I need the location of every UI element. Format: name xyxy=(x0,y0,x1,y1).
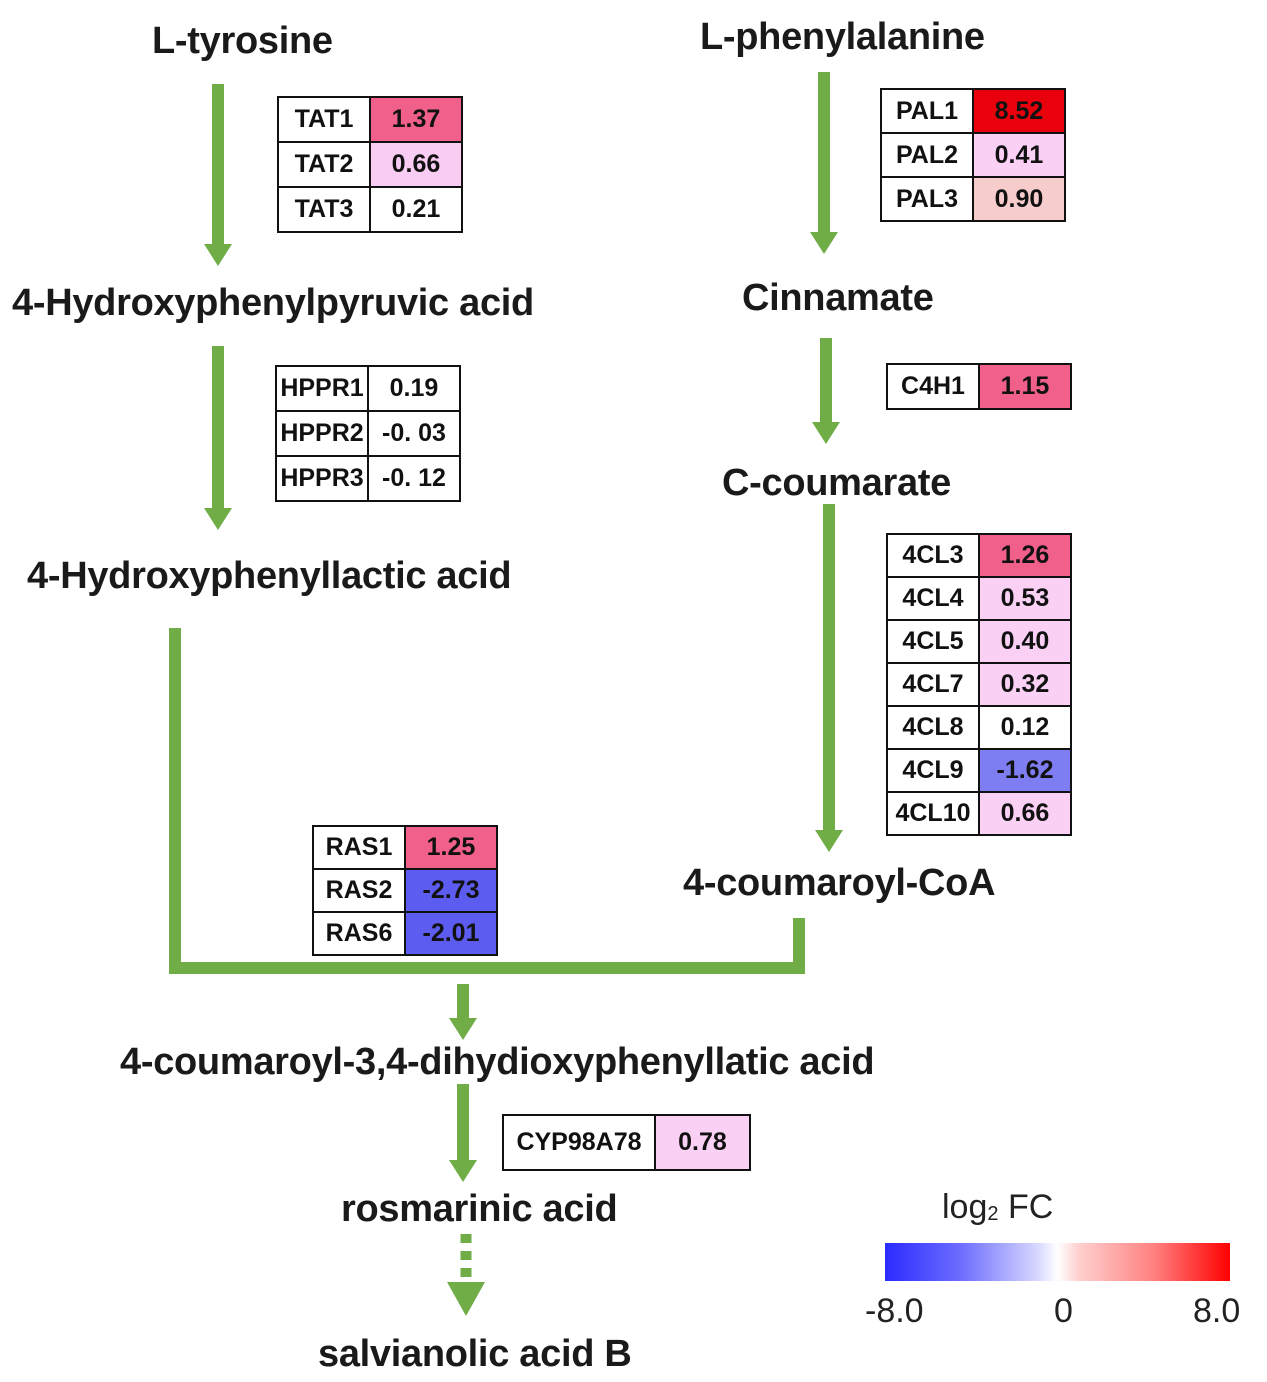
gene-row: HPPR3-0. 12 xyxy=(275,455,461,502)
log2fc-value-cell: -2.01 xyxy=(404,911,498,956)
gene-name-cell: CYP98A78 xyxy=(502,1114,656,1171)
label-4-hydroxyphenyllactic-acid: 4-Hydroxyphenyllactic acid xyxy=(27,555,512,597)
gene-name-cell: HPPR3 xyxy=(275,455,369,502)
log2fc-value-cell: 0.66 xyxy=(978,791,1072,836)
gene-name-cell: 4CL3 xyxy=(886,533,980,578)
log2fc-value-cell: -0. 03 xyxy=(367,410,461,457)
log2fc-value-cell: 1.26 xyxy=(978,533,1072,578)
log2fc-value-cell: 8.52 xyxy=(972,88,1066,134)
label-l-tyrosine: L-tyrosine xyxy=(152,20,333,62)
arrow-cinnamate-to-coumarate xyxy=(812,338,840,444)
log2fc-value-cell: -2.73 xyxy=(404,868,498,913)
log2fc-value-cell: 0.19 xyxy=(367,365,461,412)
gene-row: RAS2-2.73 xyxy=(312,868,498,913)
log2fc-value-cell: -1.62 xyxy=(978,748,1072,793)
gene-name-cell: PAL2 xyxy=(880,132,974,178)
gene-name-cell: RAS1 xyxy=(312,825,406,870)
arrow-phenylalanine-to-cinnamate xyxy=(810,72,838,254)
legend-title-subscript: 2 xyxy=(987,1203,999,1225)
gene-name-cell: 4CL4 xyxy=(886,576,980,621)
gene-name-cell: 4CL10 xyxy=(886,791,980,836)
legend-title-tail: FC xyxy=(998,1188,1054,1226)
gene-name-cell: 4CL7 xyxy=(886,662,980,707)
log2fc-value-cell: 0.90 xyxy=(972,176,1066,222)
gene-name-cell: 4CL5 xyxy=(886,619,980,664)
log2fc-value-cell: 0.41 xyxy=(972,132,1066,178)
log2fc-value-cell: 0.40 xyxy=(978,619,1072,664)
label-c-coumarate: C-coumarate xyxy=(722,462,951,504)
legend-max-label: 8.0 xyxy=(1193,1292,1241,1330)
gene-row: RAS6-2.01 xyxy=(312,911,498,956)
merge-bracket xyxy=(169,628,805,974)
arrow-merge-to-product xyxy=(449,984,477,1040)
log2fc-value-cell: 0.21 xyxy=(369,186,463,233)
log2fc-value-cell: 0.78 xyxy=(654,1114,751,1171)
gene-name-cell: HPPR1 xyxy=(275,365,369,412)
log2fc-value-cell: 1.25 xyxy=(404,825,498,870)
label-l-phenylalanine: L-phenylalanine xyxy=(700,16,985,58)
legend-mid-label: 0 xyxy=(1054,1292,1073,1330)
legend-min-label: -8.0 xyxy=(865,1292,924,1330)
gene-name-cell: 4CL8 xyxy=(886,705,980,750)
legend-title: log2 FC xyxy=(942,1188,1053,1227)
log2fc-value-cell: 1.15 xyxy=(978,363,1072,410)
gene-name-cell: RAS2 xyxy=(312,868,406,913)
label-4-hydroxyphenylpyruvic-acid: 4-Hydroxyphenylpyruvic acid xyxy=(12,282,534,324)
legend-color-scale xyxy=(885,1243,1230,1281)
log2fc-value-cell: 0.32 xyxy=(978,662,1072,707)
gene-name-cell: RAS6 xyxy=(312,911,406,956)
label-rosmarinic-acid: rosmarinic acid xyxy=(341,1188,618,1230)
log2fc-value-cell: 0.12 xyxy=(978,705,1072,750)
gene-name-cell: C4H1 xyxy=(886,363,980,410)
label-cinnamate: Cinnamate xyxy=(742,277,934,319)
gene-row: HPPR2-0. 03 xyxy=(275,410,461,457)
gene-name-cell: TAT1 xyxy=(277,96,371,143)
arrow-rosmarinic-to-salvianolic-dashed xyxy=(447,1234,485,1316)
log2fc-value-cell: -0. 12 xyxy=(367,455,461,502)
gene-name-cell: PAL1 xyxy=(880,88,974,134)
gene-name-cell: TAT2 xyxy=(277,141,371,188)
label-4-coumaroyl-coa: 4-coumaroyl-CoA xyxy=(683,862,996,904)
arrow-hppa-to-hpla xyxy=(204,346,232,530)
label-4-coumaroyl-dhpla: 4-coumaroyl-3,4-dihydioxyphenyllatic aci… xyxy=(120,1041,875,1083)
gene-row: 4CL9-1.62 xyxy=(886,748,1072,793)
gene-name-cell: TAT3 xyxy=(277,186,371,233)
legend-title-main: log xyxy=(942,1188,988,1226)
arrow-coumarate-to-coumaroylcoa xyxy=(815,504,843,852)
gene-name-cell: 4CL9 xyxy=(886,748,980,793)
arrow-tyrosine-to-hppa xyxy=(204,84,232,266)
log2fc-value-cell: 1.37 xyxy=(369,96,463,143)
label-salvianolic-acid-b: salvianolic acid B xyxy=(318,1333,632,1375)
arrow-product-to-rosmarinic xyxy=(449,1084,477,1182)
gene-name-cell: HPPR2 xyxy=(275,410,369,457)
log2fc-value-cell: 0.53 xyxy=(978,576,1072,621)
log2fc-value-cell: 0.66 xyxy=(369,141,463,188)
gene-name-cell: PAL3 xyxy=(880,176,974,222)
